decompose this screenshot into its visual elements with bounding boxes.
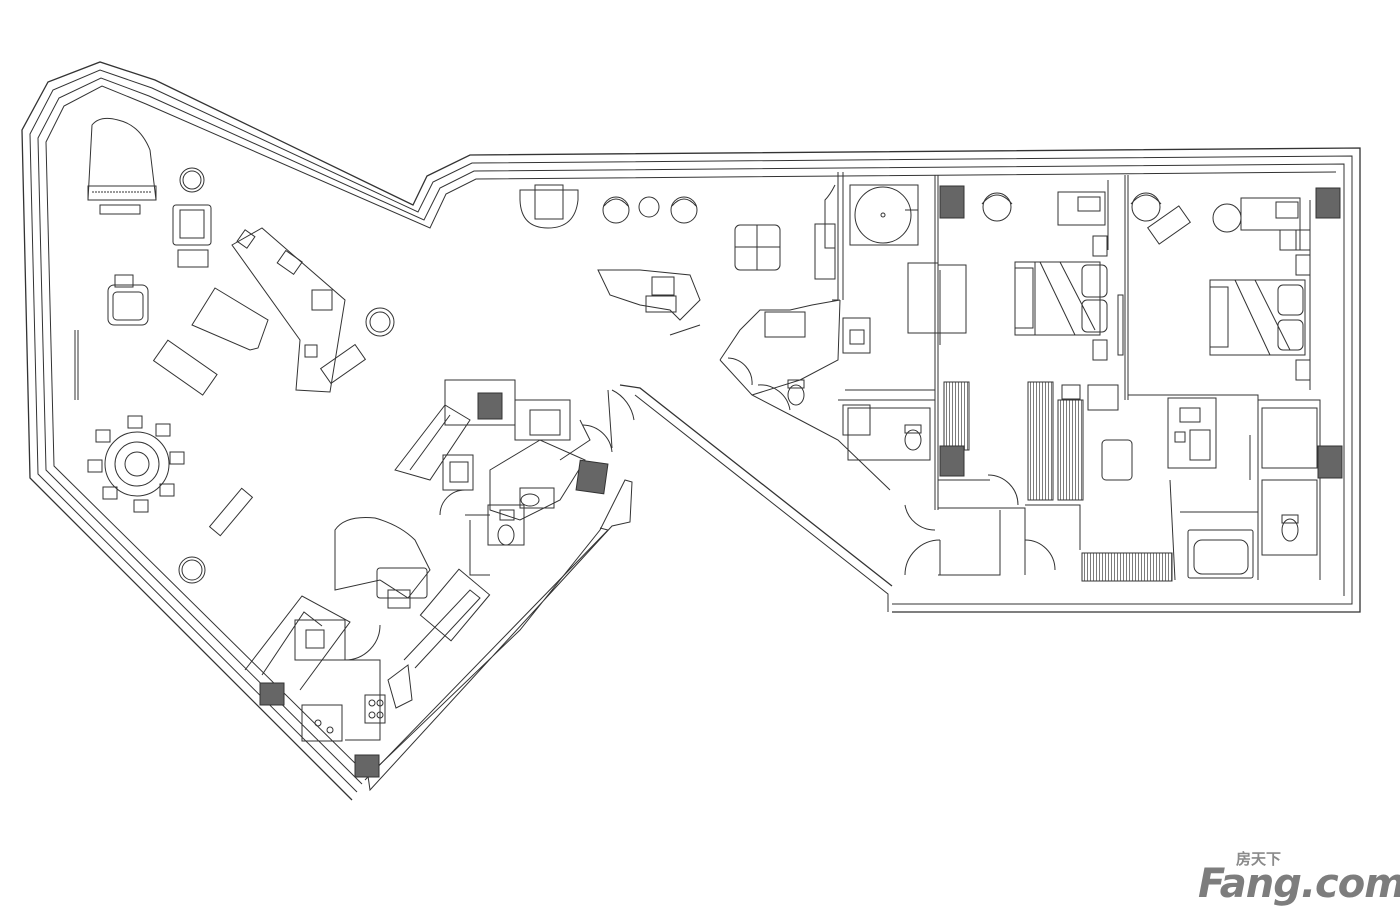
wardrobes [943, 381, 1173, 582]
rug [191, 287, 269, 351]
armchair-2 [107, 274, 149, 326]
column-7 [939, 445, 965, 477]
column-6 [1315, 187, 1341, 219]
dining-table [87, 415, 185, 513]
watermark-cn: 房天下 [1236, 850, 1282, 868]
column-1 [477, 392, 503, 420]
desk-unit [231, 227, 367, 393]
outer-wall [21, 61, 1361, 801]
interior-walls-right [719, 172, 1321, 581]
door-swings [757, 384, 1056, 576]
bedroom-1 [907, 191, 1124, 361]
column-3 [259, 682, 285, 706]
bedroom-2 [1130, 192, 1311, 390]
watermark: 房天下 Fang.com [1198, 845, 1400, 907]
kitchen-island [334, 517, 431, 599]
sofa-long [152, 339, 218, 396]
round-table-small [365, 307, 395, 337]
side-table [179, 167, 205, 193]
armchair-1 [172, 204, 212, 246]
watermark-brand: Fang.com [1198, 861, 1400, 907]
column-5 [939, 185, 965, 219]
round-tub [849, 184, 919, 246]
column-4 [354, 754, 380, 778]
bathrooms-right [727, 311, 1318, 579]
column-2 [575, 459, 609, 495]
grand-piano [87, 117, 157, 215]
bath-block-left [394, 379, 635, 576]
column-8 [1317, 445, 1343, 479]
kitchen-wing [244, 568, 491, 742]
